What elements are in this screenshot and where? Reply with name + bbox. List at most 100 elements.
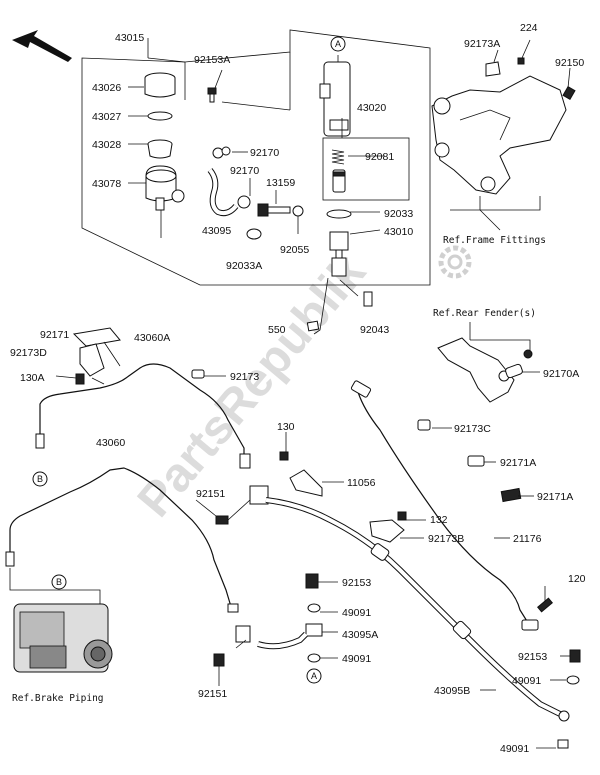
washer-49091-b	[307, 653, 321, 663]
pin-92043	[363, 291, 373, 307]
callout-b-top	[32, 471, 48, 487]
label-92043: 92043	[360, 324, 389, 336]
label-43026: 43026	[92, 82, 121, 94]
label-11056: 11056	[347, 477, 376, 489]
hose-21176	[357, 391, 531, 627]
reservoir-body	[145, 165, 185, 211]
label-92173c: 92173C	[454, 423, 491, 435]
reservoir-cap	[144, 72, 176, 98]
label-43010: 43010	[384, 226, 413, 238]
label-92171: 92171	[40, 329, 69, 341]
label-92151-upper: 92151	[196, 488, 225, 500]
label-92173: 92173	[230, 371, 259, 383]
fender-bracket	[437, 337, 515, 403]
clamp-92171a-lower	[500, 487, 522, 503]
spring	[331, 149, 345, 165]
label-92173d: 92173D	[10, 347, 47, 359]
frame-bracket	[431, 75, 567, 195]
bracket-11056	[289, 469, 323, 497]
washer-49091-right	[566, 675, 580, 685]
label-92151-lower: 92151	[198, 688, 227, 700]
bolt-92151-upper	[215, 515, 229, 525]
ref-frame-fittings: Ref.Frame Fittings	[443, 235, 546, 246]
svg-text:B: B	[56, 577, 62, 587]
union-joint	[235, 625, 251, 643]
joint-block	[239, 451, 289, 505]
label-43095a: 43095A	[342, 629, 378, 641]
washer-49091-a	[307, 603, 321, 613]
piston	[332, 169, 346, 193]
hose-fitting-21176	[350, 380, 539, 631]
clamp-92171	[72, 327, 121, 377]
clamp-132	[369, 511, 407, 543]
banjo-bolt	[257, 203, 304, 217]
label-43078: 43078	[92, 178, 121, 190]
label-21176: 21176	[513, 533, 542, 545]
clamp-92171a-upper	[467, 455, 485, 467]
banjo-end	[558, 710, 570, 722]
label-49091-a: 49091	[342, 607, 371, 619]
clip-92173a	[485, 61, 501, 77]
ref-brake-piping: Ref.Brake Piping	[12, 693, 104, 704]
leader-lines	[91, 155, 570, 749]
label-49091-lower: 49091	[500, 743, 529, 755]
label-130a: 130A	[20, 372, 45, 384]
diaphragm	[147, 139, 173, 159]
bolt-92153-right	[569, 649, 581, 663]
label-92171a-upper: 92171A	[500, 457, 536, 469]
label-92033: 92033	[384, 208, 413, 220]
label-43015: 43015	[115, 32, 144, 44]
hose-fitting-mid	[370, 543, 472, 640]
callout-a-top	[330, 36, 346, 52]
svg-text:A: A	[311, 671, 317, 681]
label-92171a-lower: 92171A	[537, 491, 573, 503]
label-92153-right: 92153	[518, 651, 547, 663]
push-rod	[329, 231, 349, 277]
gear-icon	[438, 245, 472, 279]
label-92170-b: 92170	[230, 165, 259, 177]
abs-unit	[13, 603, 113, 673]
label-43027: 43027	[92, 111, 121, 123]
nut-fender	[523, 349, 533, 359]
label-43020: 43020	[357, 102, 386, 114]
label-92173a: 92173A	[464, 38, 500, 50]
label-92055: 92055	[280, 244, 309, 256]
oring-92033	[326, 209, 352, 219]
label-43028: 43028	[92, 139, 121, 151]
brake-pipe-43060	[9, 467, 233, 611]
callout-b-bottom	[51, 574, 67, 590]
svg-text:A: A	[335, 39, 341, 49]
clip-92173c	[417, 419, 431, 431]
hose-43095a	[257, 623, 323, 650]
bolt-224	[517, 57, 525, 65]
bolt-92150	[562, 85, 576, 101]
bolt-92153-lower	[305, 573, 319, 589]
screw-92153a	[207, 87, 217, 103]
cotter-pin	[313, 277, 329, 335]
piston-kit-box	[322, 137, 410, 201]
label-92173b: 92173B	[428, 533, 464, 545]
label-550: 550	[268, 324, 286, 336]
label-92033a: 92033A	[226, 260, 262, 272]
label-92150: 92150	[555, 57, 584, 69]
hose-clamp-upper	[212, 146, 231, 159]
label-132: 132	[430, 514, 448, 526]
label-13159: 13159	[266, 177, 295, 189]
washer-49091-lower	[557, 739, 569, 749]
label-224: 224	[520, 22, 538, 34]
kit-outline	[81, 29, 431, 286]
label-92153-lower: 92153	[342, 577, 371, 589]
label-43095b: 43095B	[434, 685, 470, 697]
hose-clamp-lower	[237, 195, 251, 209]
clip-92173	[191, 369, 205, 379]
direction-arrow-icon	[12, 30, 72, 62]
label-92170-a: 92170	[250, 147, 279, 159]
clamp-92170a	[505, 363, 523, 379]
svg-text:B: B	[37, 474, 43, 484]
label-43095: 43095	[202, 225, 231, 237]
label-130: 130	[277, 421, 295, 433]
ref-rear-fender: Ref.Rear Fender(s)	[433, 308, 536, 319]
label-92153a: 92153A	[194, 54, 230, 66]
